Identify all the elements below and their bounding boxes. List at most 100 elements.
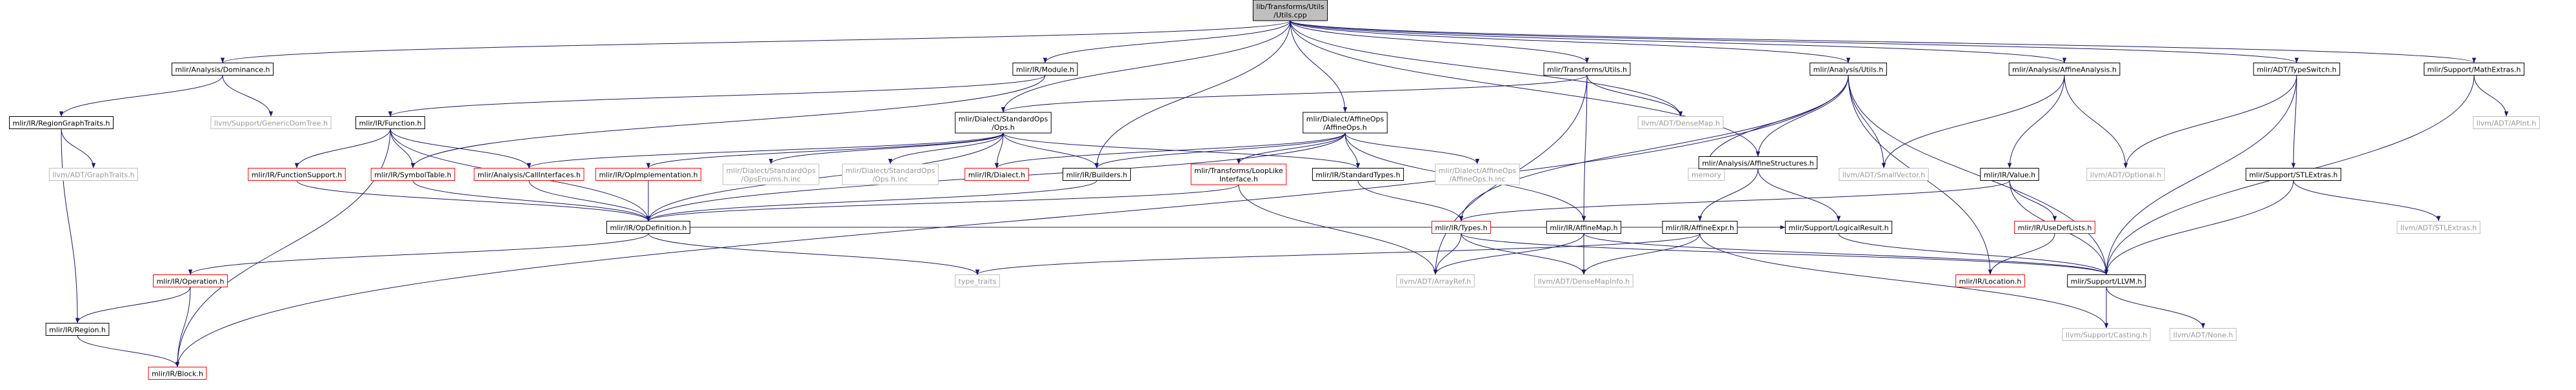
node-dense-map-info: llvm/ADT/DenseMapInfo.h xyxy=(1534,274,1633,287)
node-standard-types[interactable]: mlir/IR/StandardTypes.h xyxy=(1312,168,1404,181)
edge-region-to-block xyxy=(77,335,180,367)
node-box xyxy=(2014,221,2095,234)
node-analysis-utils[interactable]: mlir/Analysis/Utils.h xyxy=(1810,63,1887,76)
node-affine-ops[interactable]: mlir/Dialect/AffineOps/AffineOps.h xyxy=(1303,112,1388,134)
node-standard-ops[interactable]: mlir/Dialect/StandardOps/Ops.h xyxy=(955,112,1052,134)
node-label: mlir/Support/MathExtras.h xyxy=(2428,66,2521,74)
node-box xyxy=(370,168,455,181)
edge-analysis-utils-to-affine-structures xyxy=(1755,75,1849,157)
edge-function-to-function-support xyxy=(294,128,391,169)
edge-root-to-builders xyxy=(1094,20,1291,169)
node-box xyxy=(248,168,346,181)
node-use-def-lists[interactable]: mlir/IR/UseDefLists.h xyxy=(2014,221,2095,234)
node-block[interactable]: mlir/IR/Block.h xyxy=(148,367,207,380)
edge-root-to-type-switch xyxy=(1290,20,2299,63)
edge-standard-ops-to-ops-h-inc xyxy=(888,132,1004,165)
node-label: mlir/IR/Block.h xyxy=(152,370,203,378)
node-label: llvm/ADT/ArrayRef.h xyxy=(1400,278,1472,286)
node-builders[interactable]: mlir/IR/Builders.h xyxy=(1063,168,1131,181)
node-box xyxy=(2086,168,2165,181)
node-label: mlir/Support/LLVM.h xyxy=(2071,278,2142,286)
node-logical-result[interactable]: mlir/Support/LogicalResult.h xyxy=(1784,221,1893,234)
node-llvm-stl-extras: llvm/ADT/STLExtras.h xyxy=(2397,221,2481,234)
edge-builders-to-op-definition xyxy=(646,180,1097,221)
edge-root-to-analysis-utils xyxy=(1290,20,1850,63)
node-box xyxy=(1431,221,1492,234)
edge-op-definition-to-operation xyxy=(188,233,649,275)
node-label: mlir/IR/Operation.h xyxy=(157,278,225,286)
edge-root-to-module xyxy=(1043,20,1291,63)
edge-types-to-dense-map-info xyxy=(1461,233,1586,275)
node-label: mlir/IR/Module.h xyxy=(1016,66,1074,74)
node-region[interactable]: mlir/IR/Region.h xyxy=(45,323,110,336)
node-affine-map[interactable]: mlir/IR/AffineMap.h xyxy=(1546,221,1622,234)
node-box xyxy=(48,168,139,181)
edge-root-to-affine-analysis xyxy=(1290,20,2066,63)
edge-analysis-utils-to-support-llvm xyxy=(1848,75,2109,275)
edge-stl-extras-support-to-support-llvm xyxy=(2104,180,2294,275)
node-label: type_traits xyxy=(959,278,997,286)
node-dialect[interactable]: mlir/IR/Dialect.h xyxy=(964,168,1029,181)
node-affine-analysis[interactable]: mlir/Analysis/AffineAnalysis.h xyxy=(2008,63,2121,76)
node-graph-traits: llvm/ADT/GraphTraits.h xyxy=(48,168,139,181)
node-location[interactable]: mlir/IR/Location.h xyxy=(1955,274,2025,287)
edge-affine-expr-to-casting xyxy=(1699,233,2109,329)
node-box xyxy=(1396,274,1475,287)
edge-operation-to-region xyxy=(75,287,191,323)
node-symbol-table[interactable]: mlir/IR/SymbolTable.h xyxy=(370,168,455,181)
node-region-graph-traits[interactable]: mlir/IR/RegionGraphTraits.h xyxy=(9,116,114,129)
edge-affine-expr-to-dense-map-info xyxy=(1581,233,1701,275)
node-module[interactable]: mlir/IR/Module.h xyxy=(1012,63,1078,76)
node-label: memory xyxy=(1692,171,1721,180)
node-label: mlir/IR/Types.h xyxy=(1435,224,1487,232)
node-call-interfaces[interactable]: mlir/Analysis/CallInterfaces.h xyxy=(474,168,584,181)
edge-affine-analysis-to-optional xyxy=(2064,75,2128,169)
node-math-extras[interactable]: mlir/Support/MathExtras.h xyxy=(2424,63,2524,76)
node-operation[interactable]: mlir/IR/Operation.h xyxy=(153,274,228,287)
node-stl-extras-support[interactable]: mlir/Support/STLExtras.h xyxy=(2245,168,2342,181)
node-type-switch[interactable]: mlir/ADT/TypeSwitch.h xyxy=(2253,63,2341,76)
node-support-llvm[interactable]: mlir/Support/LLVM.h xyxy=(2067,274,2146,287)
node-label: llvm/ADT/DenseMap.h xyxy=(1641,119,1720,128)
node-label: /Ops.h xyxy=(992,123,1015,132)
node-affine-structures[interactable]: mlir/Analysis/AffineStructures.h xyxy=(1698,156,1818,169)
node-value[interactable]: mlir/IR/Value.h xyxy=(1980,168,2039,181)
node-types[interactable]: mlir/IR/Types.h xyxy=(1431,221,1492,234)
node-label: mlir/Analysis/Utils.h xyxy=(1813,66,1884,74)
edge-standard-ops-to-standard-types xyxy=(1003,132,1361,169)
edge-use-def-lists-to-location xyxy=(1988,233,2055,275)
edge-function-to-call-interfaces xyxy=(390,128,532,169)
edge-transforms-utils-to-standard-ops xyxy=(1001,75,1588,113)
node-box xyxy=(964,168,1029,181)
node-label: mlir/IR/FunctionSupport.h xyxy=(252,171,342,180)
node-box xyxy=(171,63,274,76)
node-dominance[interactable]: mlir/Analysis/Dominance.h xyxy=(171,63,274,76)
node-label: /Utils.cpp xyxy=(1273,11,1306,19)
node-label: Interface.h xyxy=(1219,175,1258,183)
node-type-traits: type_traits xyxy=(955,274,1000,287)
node-root[interactable]: lib/Transforms/Utils/Utils.cpp xyxy=(1252,0,1328,21)
node-function[interactable]: mlir/IR/Function.h xyxy=(355,116,425,129)
edge-standard-types-to-types xyxy=(1357,180,1464,221)
node-transforms-utils[interactable]: mlir/Transforms/Utils.h xyxy=(1543,63,1631,76)
node-op-definition[interactable]: mlir/IR/OpDefinition.h xyxy=(606,221,691,234)
node-affine-ops-inc: mlir/Dialect/AffineOps/AffineOps.h.inc xyxy=(1435,163,1520,185)
node-function-support[interactable]: mlir/IR/FunctionSupport.h xyxy=(248,168,346,181)
edge-dominance-to-region-graph-traits xyxy=(59,75,223,117)
edge-affine-map-to-array-ref xyxy=(1433,233,1584,275)
edge-symbol-table-to-op-definition xyxy=(412,180,651,221)
node-label: /AffineOps.h.inc xyxy=(1449,175,1505,183)
edge-affine-ops-to-builders xyxy=(1094,132,1346,169)
edge-analysis-utils-to-block xyxy=(175,75,1849,367)
node-box xyxy=(1784,221,1893,234)
dependency-edges xyxy=(59,20,2509,367)
edge-function-to-symbol-table xyxy=(390,128,415,169)
node-box xyxy=(474,168,584,181)
node-label: mlir/IR/SymbolTable.h xyxy=(374,171,452,180)
edge-stl-extras-support-to-llvm-stl-extras xyxy=(2293,180,2441,221)
node-box xyxy=(2067,274,2146,287)
node-op-implementation[interactable]: mlir/IR/OpImplementation.h xyxy=(595,168,702,181)
node-affine-expr[interactable]: mlir/IR/AffineExpr.h xyxy=(1662,221,1738,234)
edge-region-graph-traits-to-region xyxy=(61,128,80,323)
